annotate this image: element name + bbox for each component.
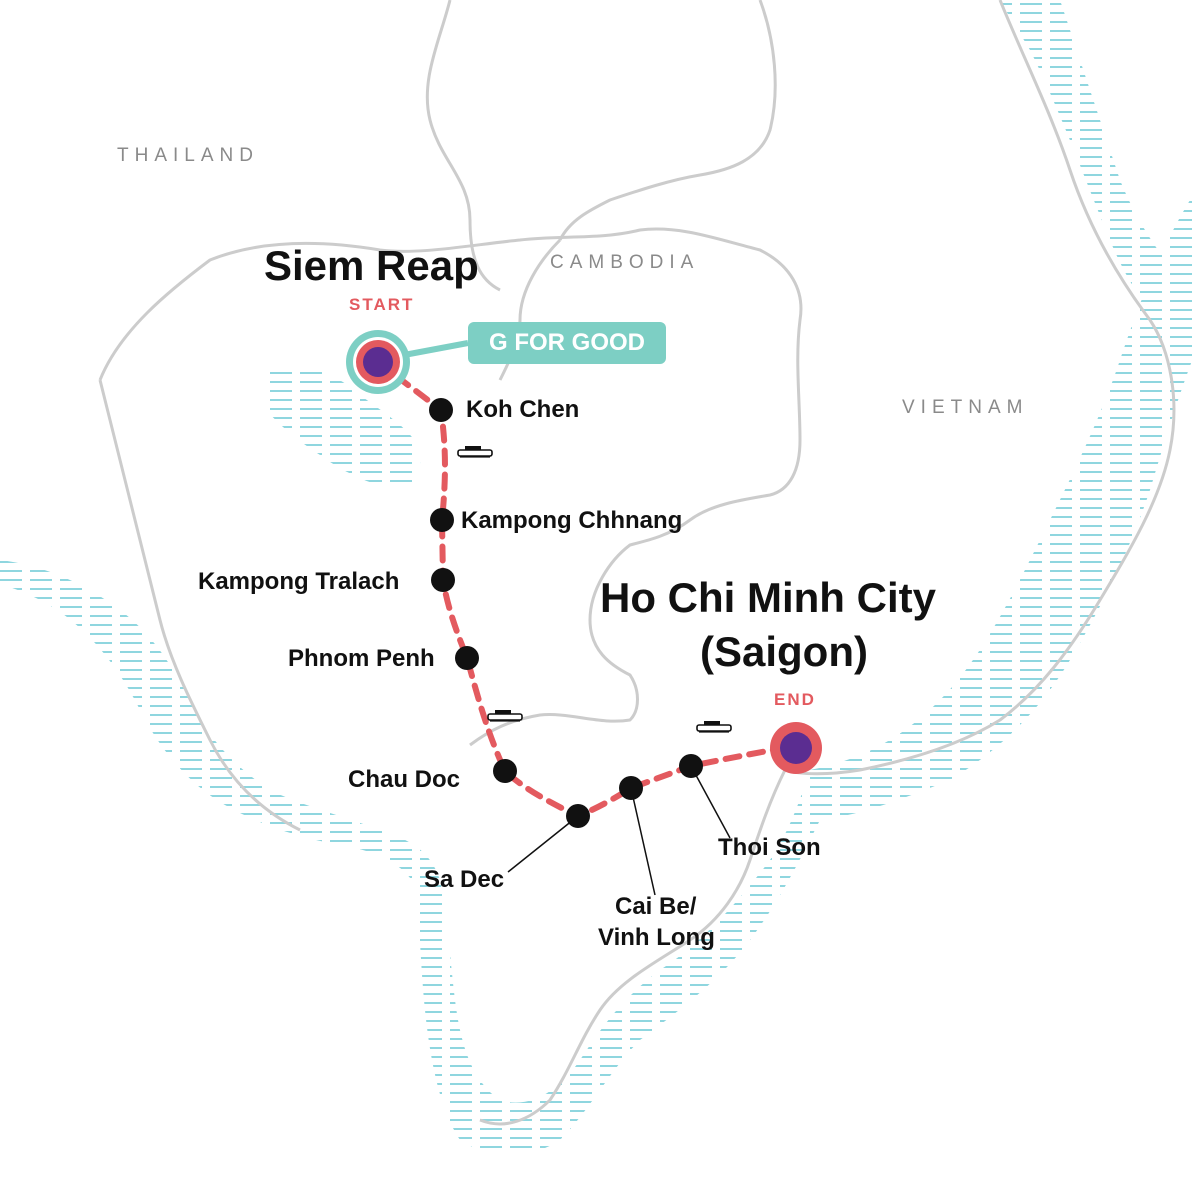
vietnam-coast (784, 0, 1176, 776)
end-tag: END (774, 690, 816, 709)
stop-dot-sa-dec (566, 804, 590, 828)
stop-label-koh-chen: Koh Chen (466, 396, 580, 423)
stop-dot-thoi-son (679, 754, 703, 778)
country-label-cambodia: CAMBODIA (550, 252, 700, 273)
start-tag: START (349, 295, 415, 314)
stop-dot-koh-chen (429, 398, 453, 422)
end-marker (770, 722, 822, 774)
northern-border-1 (425, 0, 501, 292)
stop-label-thoi-son: Thoi Son (718, 834, 821, 861)
stop-dot-kampong-chhnang (430, 508, 454, 532)
stop-label-cai-be-line2: Vinh Long (598, 924, 715, 951)
stop-dot-cai-be (619, 776, 643, 800)
stop-dot-chau-doc (493, 759, 517, 783)
east-coast-water (1000, 0, 1200, 360)
northern-border-2 (558, 0, 777, 241)
badge-connector (403, 340, 469, 358)
country-label-thailand: THAILAND (117, 145, 259, 166)
start-marker (346, 330, 410, 394)
stop-label-phnom-penh: Phnom Penh (288, 645, 435, 672)
leader-lines (507, 765, 731, 896)
g-for-good-badge: G FOR GOOD (468, 322, 666, 364)
tonle-sap-lake (262, 366, 421, 489)
boat-icon (487, 709, 523, 723)
boat-icon (696, 720, 732, 734)
stop-label-kampong-tralach: Kampong Tralach (198, 568, 400, 595)
start-city-label: Siem Reap (264, 242, 479, 289)
country-label-vietnam: VIETNAM (902, 397, 1029, 418)
water (0, 0, 1200, 1155)
end-city-label-line1: Ho Chi Minh City (600, 574, 936, 621)
end-city-label-line2: (Saigon) (700, 628, 868, 675)
stop-label-kampong-chhnang: Kampong Chhnang (461, 507, 683, 534)
mekong-delta-coast (0, 200, 1200, 1155)
stop-dots (429, 398, 703, 828)
stop-label-cai-be-line1: Cai Be/ (615, 893, 697, 920)
boat-icon (457, 445, 493, 459)
stop-label-sa-dec: Sa Dec (424, 866, 505, 893)
stop-dot-kampong-tralach (431, 568, 455, 592)
delta-outline (479, 769, 787, 1126)
borders (98, 0, 1176, 1126)
thailand-cambodia-border (98, 227, 803, 747)
west-border (98, 379, 301, 832)
stop-dot-phnom-penh (455, 646, 479, 670)
stop-label-chau-doc: Chau Doc (348, 766, 461, 793)
